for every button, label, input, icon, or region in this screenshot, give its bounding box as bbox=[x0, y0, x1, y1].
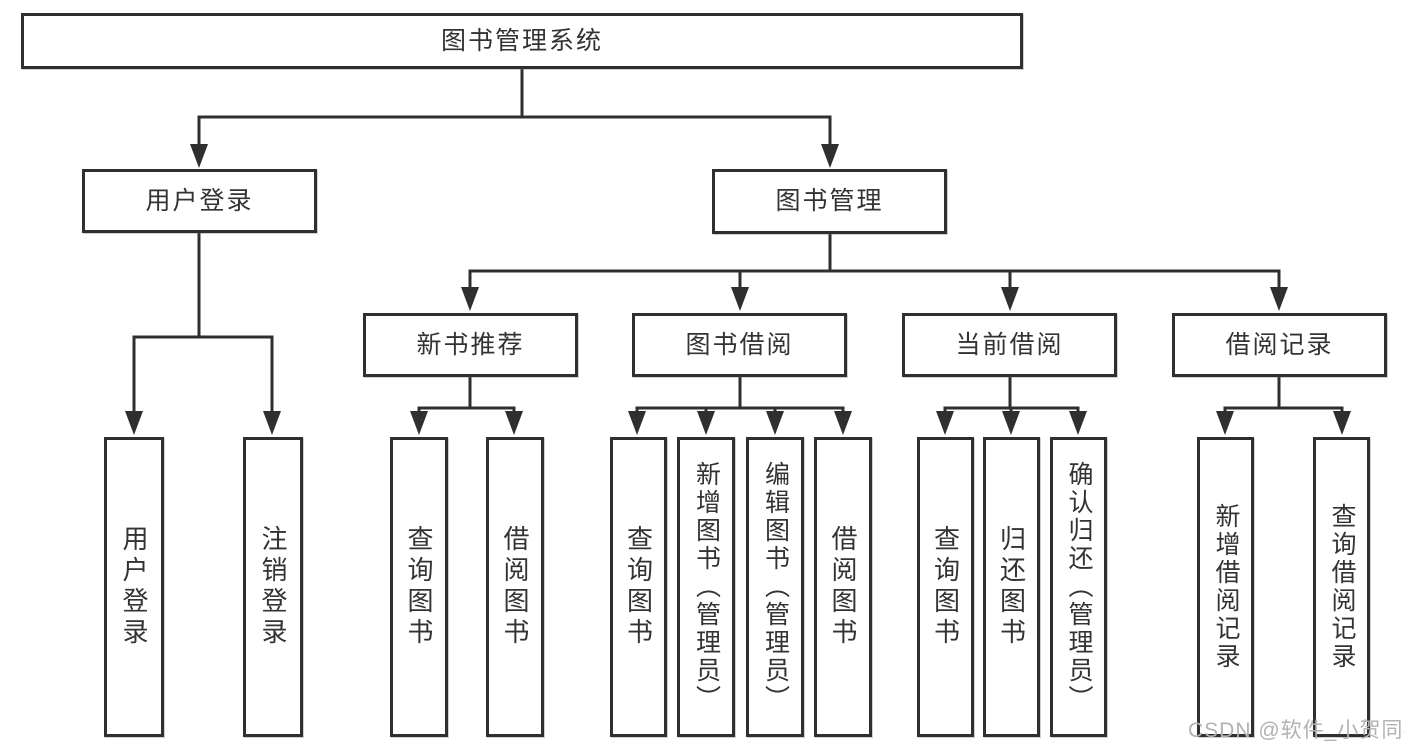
connector-level2 bbox=[468, 269, 1281, 293]
connector-userlogin-group bbox=[132, 232, 274, 418]
leaf-newbooks-query-books: 查询图书 bbox=[390, 437, 448, 737]
arrow-icon bbox=[766, 411, 784, 435]
leaf-return-books: 归还图书 bbox=[983, 437, 1040, 737]
leaf-logout-label: 注销登录 bbox=[258, 525, 288, 649]
arrowheads bbox=[125, 144, 1351, 435]
leaf-add-books-admin: 新增图书（管理员） bbox=[677, 437, 735, 737]
leaf-query-borrow-record-label: 查询借阅记录 bbox=[1328, 503, 1356, 671]
node-current-borrow: 当前借阅 bbox=[902, 313, 1117, 377]
arrow-icon bbox=[1333, 411, 1351, 435]
node-root: 图书管理系统 bbox=[21, 13, 1023, 69]
leaf-borrow-borrow-books-label: 借阅图书 bbox=[828, 525, 858, 649]
arrow-icon bbox=[1216, 411, 1234, 435]
leaf-borrow-query-books: 查询图书 bbox=[610, 437, 667, 737]
node-borrow-records: 借阅记录 bbox=[1172, 313, 1387, 377]
connector-newbooks-group bbox=[417, 377, 516, 418]
node-user-login: 用户登录 bbox=[82, 169, 317, 233]
leaf-add-borrow-record: 新增借阅记录 bbox=[1197, 437, 1254, 737]
connector-level1 bbox=[197, 115, 832, 150]
leaf-newbooks-query-books-label: 查询图书 bbox=[404, 525, 434, 649]
arrow-icon bbox=[821, 144, 839, 168]
arrow-icon bbox=[1069, 411, 1087, 435]
leaf-current-query-books-label: 查询图书 bbox=[930, 525, 961, 649]
leaf-logout: 注销登录 bbox=[243, 437, 303, 737]
leaf-add-books-admin-label: 新增图书（管理员） bbox=[692, 461, 721, 713]
node-new-book-recommend-label: 新书推荐 bbox=[416, 330, 525, 359]
csdn-watermark: CSDN @软件_小贺同学 bbox=[1188, 719, 1405, 742]
arrow-icon bbox=[936, 411, 954, 435]
node-root-label: 图书管理系统 bbox=[440, 26, 603, 55]
leaf-return-books-label: 归还图书 bbox=[996, 525, 1027, 649]
leaf-confirm-return-admin-label: 确认归还（管理员） bbox=[1065, 461, 1093, 713]
leaf-borrow-borrow-books: 借阅图书 bbox=[814, 437, 872, 737]
node-book-borrow: 图书借阅 bbox=[632, 313, 847, 377]
node-borrow-records-label: 借阅记录 bbox=[1225, 330, 1334, 359]
leaf-user-login-label: 用户登录 bbox=[119, 525, 149, 649]
node-book-borrow-label: 图书借阅 bbox=[685, 330, 794, 359]
leaf-newbooks-borrow-books: 借阅图书 bbox=[486, 437, 544, 737]
leaf-current-query-books: 查询图书 bbox=[917, 437, 974, 737]
connector-borrowrecords-group bbox=[1223, 377, 1344, 418]
leaf-query-borrow-record: 查询借阅记录 bbox=[1313, 437, 1370, 737]
arrow-icon bbox=[697, 411, 715, 435]
arrow-icon bbox=[190, 144, 208, 168]
connector-bookborrow-group bbox=[635, 377, 845, 418]
arrow-icon bbox=[628, 411, 646, 435]
node-current-borrow-label: 当前借阅 bbox=[955, 330, 1064, 359]
leaf-edit-books-admin-label: 编辑图书（管理员） bbox=[761, 461, 790, 713]
arrow-icon bbox=[731, 287, 749, 311]
leaf-edit-books-admin: 编辑图书（管理员） bbox=[746, 437, 804, 737]
arrow-icon bbox=[263, 411, 281, 435]
arrow-icon bbox=[410, 411, 428, 435]
leaf-borrow-query-books-label: 查询图书 bbox=[623, 525, 654, 649]
leaf-confirm-return-admin: 确认归还（管理员） bbox=[1050, 437, 1107, 737]
arrow-icon bbox=[834, 411, 852, 435]
node-book-management: 图书管理 bbox=[712, 169, 947, 234]
arrow-icon bbox=[505, 411, 523, 435]
leaf-add-borrow-record-label: 新增借阅记录 bbox=[1212, 503, 1240, 671]
leaf-newbooks-borrow-books-label: 借阅图书 bbox=[500, 525, 530, 649]
node-book-management-label: 图书管理 bbox=[775, 187, 884, 215]
node-user-login-label: 用户登录 bbox=[145, 186, 254, 215]
arrow-icon bbox=[125, 411, 143, 435]
leaf-user-login: 用户登录 bbox=[104, 437, 164, 737]
arrow-icon bbox=[1002, 411, 1020, 435]
arrow-icon bbox=[461, 287, 479, 311]
node-new-book-recommend: 新书推荐 bbox=[363, 313, 578, 377]
arrow-icon bbox=[1270, 287, 1288, 311]
arrow-icon bbox=[1001, 287, 1019, 311]
